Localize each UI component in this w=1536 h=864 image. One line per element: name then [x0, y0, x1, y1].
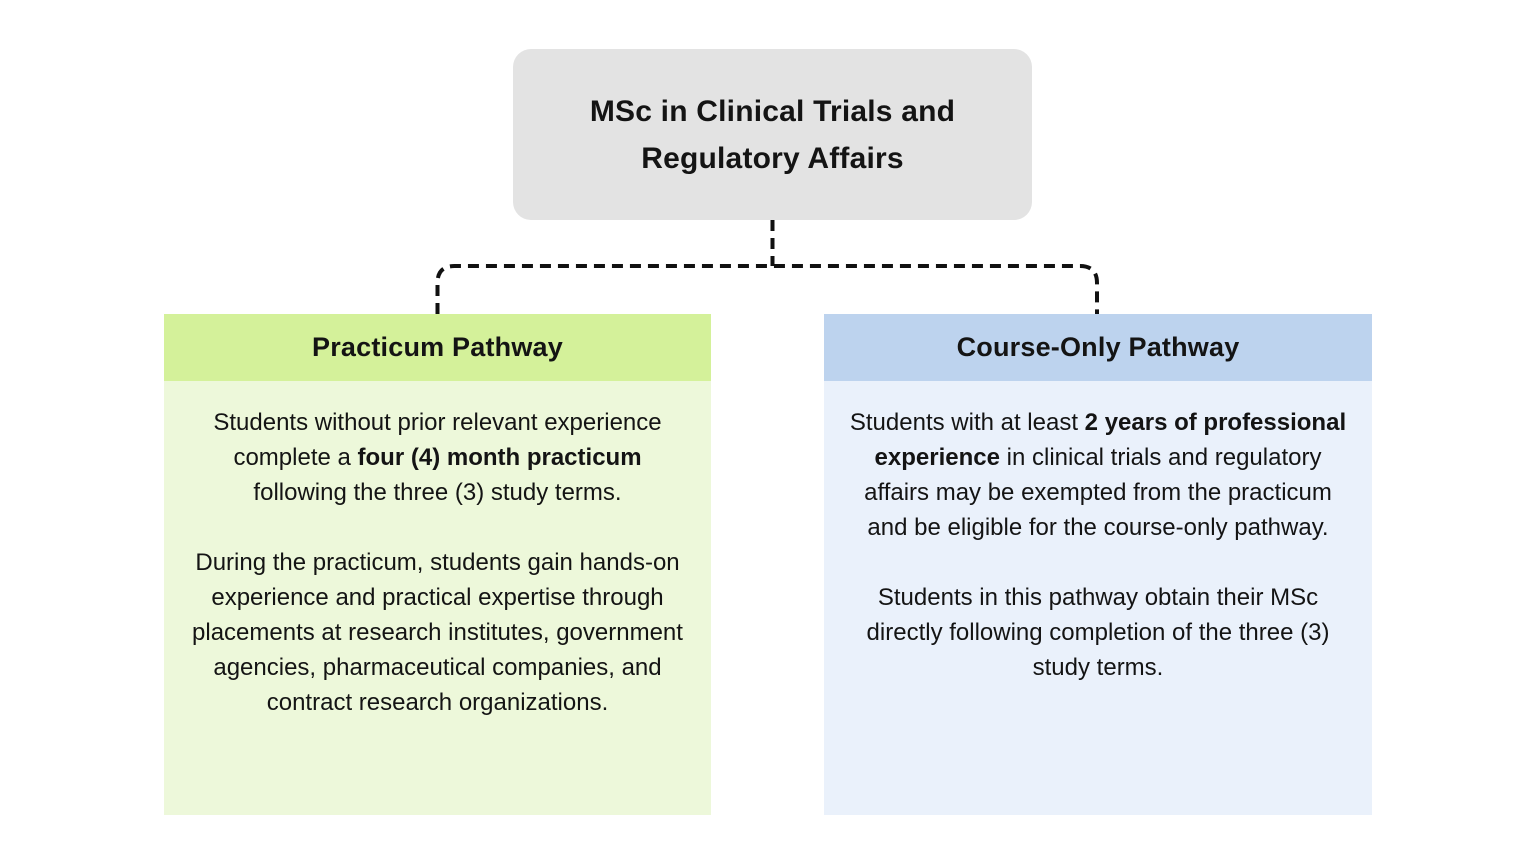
paragraph: Students without prior relevant experien… [213, 409, 662, 506]
practicum-pathway-card: Practicum Pathway Students without prior… [164, 314, 711, 815]
course-only-pathway-card: Course-Only Pathway Students with at lea… [824, 314, 1372, 815]
practicum-pathway-title: Practicum Pathway [311, 332, 563, 362]
course-only-pathway-title: Course-Only Pathway [956, 332, 1240, 362]
course-only-pathway-header: Course-Only Pathway [824, 314, 1372, 381]
root-node-title: MSc in Clinical Trials and Regulatory Af… [589, 94, 956, 175]
practicum-pathway-header: Practicum Pathway [164, 314, 711, 381]
connector-bracket [435, 264, 1099, 314]
paragraph: During the practicum, students gain hand… [192, 549, 683, 716]
paragraph: Students in this pathway obtain their MS… [866, 584, 1330, 681]
practicum-pathway-body: Students without prior relevant experien… [164, 381, 711, 815]
course-only-pathway-body: Students with at least 2 years of profes… [824, 381, 1372, 815]
paragraph: Students with at least 2 years of profes… [849, 409, 1347, 541]
root-node: MSc in Clinical Trials and Regulatory Af… [513, 49, 1032, 220]
